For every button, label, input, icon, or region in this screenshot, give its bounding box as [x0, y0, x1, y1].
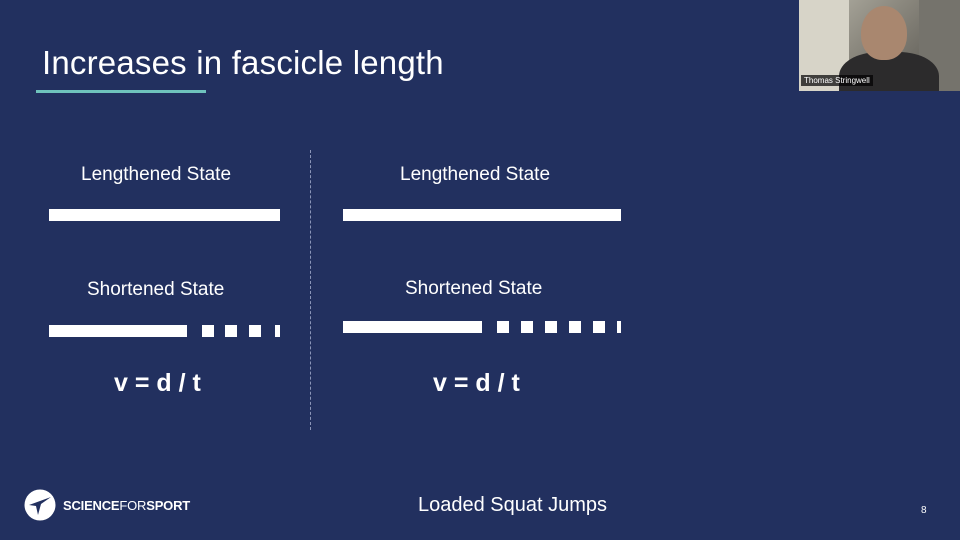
footer-caption: Loaded Squat Jumps: [418, 494, 608, 516]
left-lengthened-bar: [49, 209, 280, 221]
science-for-sport-logo: SCIENCEFORSPORT: [24, 489, 190, 521]
page-number: 8: [921, 505, 927, 516]
logo-word-for: FOR: [119, 497, 147, 513]
logo-wordmark: SCIENCEFORSPORT: [63, 498, 190, 513]
participant-name-tag: Thomas Stringwell: [801, 75, 873, 86]
right-shortened-solid-segment: [343, 321, 482, 333]
left-lengthened-label: Lengthened State: [81, 164, 232, 185]
right-shortened-dash: [497, 321, 509, 333]
left-shortened-solid-segment: [49, 325, 187, 337]
left-shortened-dash: [275, 325, 280, 337]
title-underline: [36, 90, 206, 93]
right-lengthened-label: Lengthened State: [400, 164, 551, 185]
right-shortened-dash: [521, 321, 533, 333]
logo-word-science: SCIENCE: [63, 497, 120, 513]
logo-word-sport: SPORT: [146, 497, 191, 513]
right-shortened-dash: [569, 321, 581, 333]
right-shortened-dash: [593, 321, 605, 333]
right-shortened-dash: [545, 321, 557, 333]
right-lengthened-bar: [343, 209, 621, 221]
right-shortened-dash: [617, 321, 621, 333]
left-shortened-dash: [202, 325, 214, 337]
left-shortened-dash: [225, 325, 237, 337]
participant-head: [861, 6, 907, 60]
participant-video-tile[interactable]: Thomas Stringwell: [799, 0, 960, 91]
left-shortened-label: Shortened State: [87, 279, 225, 300]
science-for-sport-logo-icon: [24, 489, 56, 521]
left-velocity-formula: v = d / t: [114, 369, 201, 397]
right-velocity-formula: v = d / t: [433, 369, 520, 397]
slide-title: Increases in fascicle length: [42, 44, 444, 81]
right-shortened-label: Shortened State: [405, 278, 543, 299]
center-divider: [310, 150, 311, 430]
left-shortened-dash: [249, 325, 261, 337]
